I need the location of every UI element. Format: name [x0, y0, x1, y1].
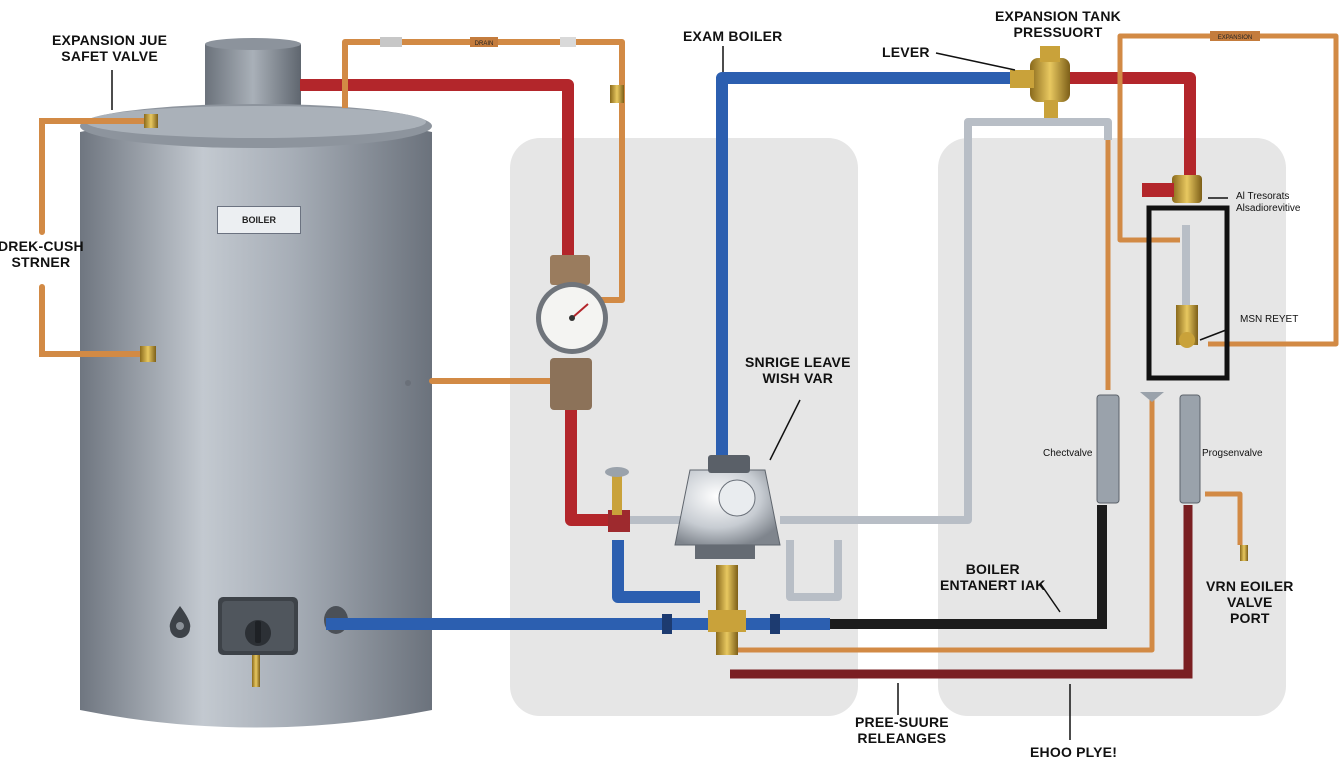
valve-handle-red: [608, 510, 630, 532]
label-vrn-boiler-valve-port: VRN EOILER VALVE PORT: [1206, 578, 1294, 627]
bottom-brass-valve: [708, 565, 746, 655]
pressure-valve-body: [1179, 394, 1201, 504]
label-check-valve: Chectvalve: [1043, 448, 1093, 459]
valve-enclosure: [1146, 205, 1230, 381]
pipe-tag-right: EXPANSION: [1218, 35, 1253, 41]
valve-spigot: [605, 467, 629, 515]
label-drek-cush-strainer: DREK-CUSH STRNER: [0, 238, 84, 271]
label-lever: LEVER: [882, 44, 930, 60]
black-pipe: [830, 505, 1107, 629]
hot-pipe: [300, 72, 1196, 526]
label-exam-boiler: EXAM BOILER: [683, 28, 783, 44]
label-boiler-entanert: BOILER ENTANERT IAK: [940, 561, 1046, 594]
gas-control-box: [218, 597, 298, 687]
background-panel-left: [510, 138, 858, 716]
check-valve-body: [1096, 394, 1120, 504]
leader-lines: [111, 46, 1228, 740]
label-msn-reyet: MSN REYET: [1240, 314, 1299, 325]
boiler-nameplate: BOILER: [217, 206, 301, 234]
valve-assembly-right: [1142, 175, 1202, 348]
label-expansion-safety-valve: EXPANSION JUE SAFET VALVE: [52, 32, 168, 65]
boiler-tank: [80, 38, 432, 728]
label-pressure-releases: PREE-SUURE RELEANGES: [855, 714, 949, 747]
circulator-pump: [674, 455, 781, 559]
label-expansion-tank-pressure: EXPANSION TANK PRESSUORT: [995, 8, 1121, 41]
pressure-gauge: [536, 255, 608, 410]
pipe-tag-top: DRAIN: [475, 41, 494, 47]
return-pipe: [730, 505, 1193, 679]
copper-pipes-left: [39, 118, 563, 384]
expansion-tank-valve: [1010, 46, 1070, 118]
label-ehoo-plye: EHOO PLYE!: [1030, 744, 1118, 760]
label-snrige-leave: SNRIGE LEAVE WISH VAR: [745, 354, 851, 387]
copper-pipe-top: [342, 39, 625, 303]
label-al-pressure: Al Tresorats Alsadiorevitive: [1236, 191, 1301, 214]
label-pressure-valve: Progsenvalve: [1202, 448, 1263, 459]
